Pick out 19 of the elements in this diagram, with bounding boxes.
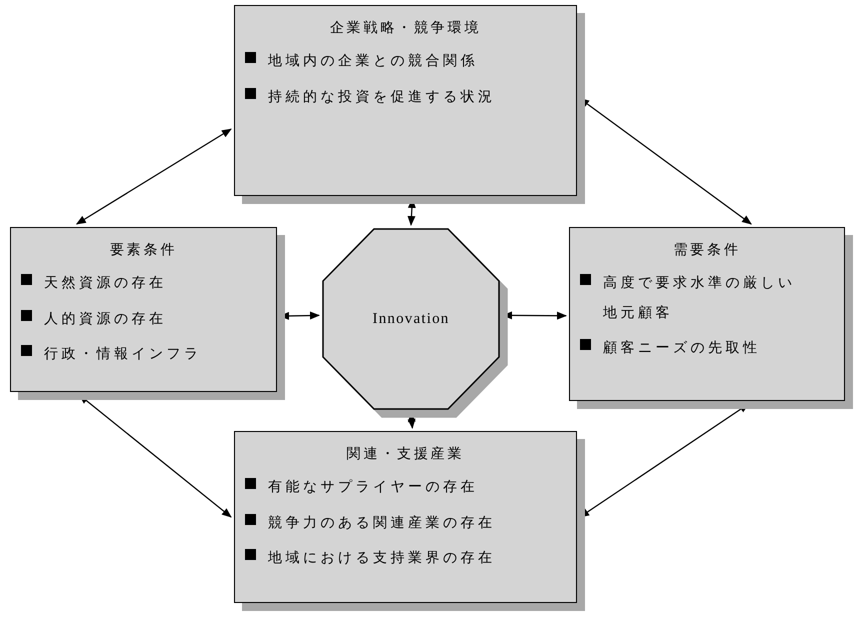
list-item: 地域における支持業界の存在 <box>268 550 496 568</box>
box-heading: 要素条件 <box>110 241 178 260</box>
list-item: 天然資源の存在 <box>44 274 168 294</box>
list-item: 人的資源の存在 <box>44 310 168 329</box>
list-item: 有能なサプライヤーの存在 <box>268 478 479 498</box>
double-arrow <box>76 128 232 225</box>
node-title: Innovation <box>372 310 450 329</box>
list-item: 行政・情報インフラ <box>44 346 202 364</box>
double-arrow <box>502 311 567 320</box>
box-heading: 需要条件 <box>673 242 741 260</box>
list-item: 競争力のある関連産業の存在 <box>268 514 496 533</box>
list-item: 地域内の企業との競合関係 <box>268 52 479 72</box>
octagon-node <box>322 228 500 410</box>
box-heading: 企業戦略・競争環境 <box>330 19 482 38</box>
list-item: 高度で要求水準の厳しい地元顧客 <box>603 274 796 323</box>
list-item: 顧客ニーズの先取性 <box>603 339 762 358</box>
list-item: 持続的な投資を促進する状況 <box>268 88 496 107</box>
box-heading: 関連・支援産業 <box>346 445 464 464</box>
double-arrow <box>408 412 416 429</box>
